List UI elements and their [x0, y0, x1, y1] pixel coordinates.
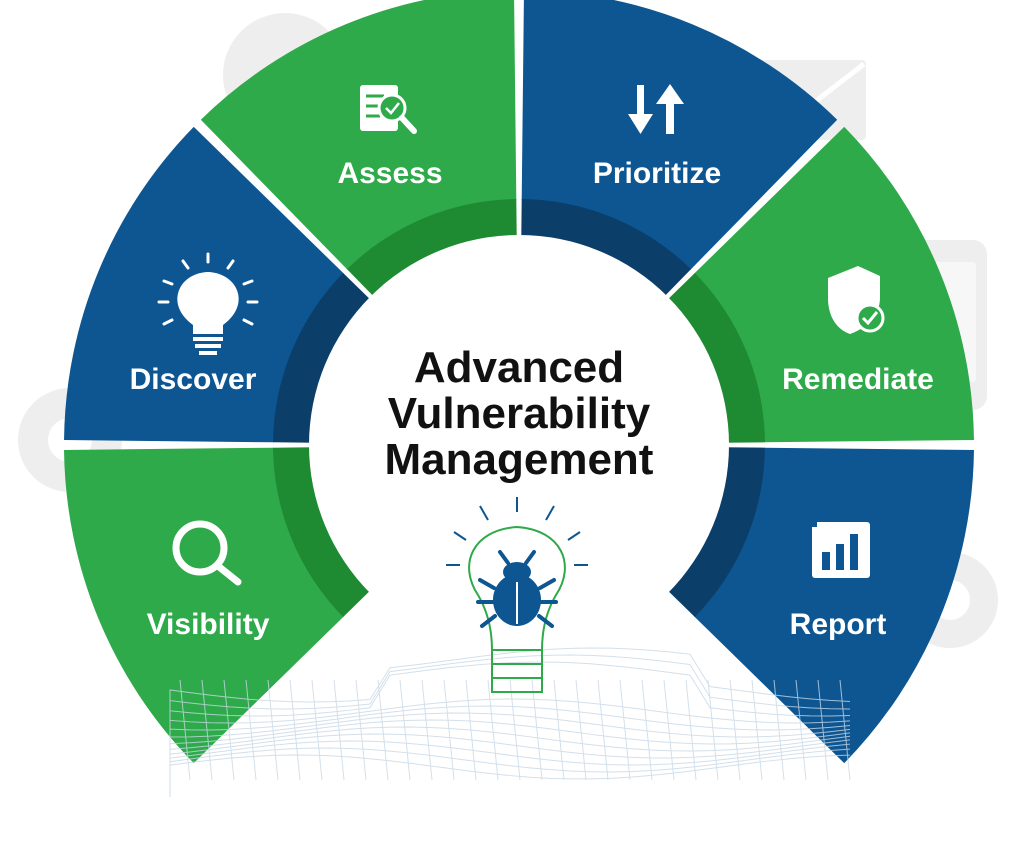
segment-inner-ring-report [665, 447, 765, 618]
segment-inner-ring-visibility [273, 447, 373, 618]
mesh-line [707, 679, 719, 781]
title-line-1: Advanced [414, 343, 624, 392]
mesh-line [509, 679, 521, 781]
segment-label-remediate: Remediate [782, 363, 934, 396]
mesh-line [169, 754, 851, 797]
title-line-3: Management [385, 435, 654, 484]
mesh-line [223, 679, 235, 781]
segment-inner-ring-discover [273, 272, 373, 443]
mesh-line [267, 679, 279, 781]
segment-inner-ring-assess [346, 199, 517, 299]
mesh-line [487, 679, 499, 781]
mesh-line [685, 679, 697, 781]
magnifier-icon [172, 520, 242, 586]
central-title: Advanced Vulnerability Management [385, 343, 654, 484]
mesh-line [169, 705, 851, 748]
mesh-line [311, 679, 323, 781]
mesh-line [169, 712, 851, 755]
segment-inner-ring-prioritize [521, 199, 692, 299]
mesh-line [169, 726, 851, 769]
document-search-icon [360, 85, 417, 134]
mesh-line [179, 679, 191, 781]
mesh-line [729, 679, 741, 781]
mesh-line [377, 679, 389, 781]
mesh-line [169, 698, 851, 741]
wireframe-mesh [169, 647, 851, 797]
segment-assess [200, 0, 517, 270]
mesh-line [169, 647, 851, 720]
mesh-line [421, 679, 433, 781]
mesh-line [201, 679, 213, 781]
segment-icons [157, 84, 885, 586]
mesh-line [839, 679, 851, 781]
mesh-line [795, 679, 807, 781]
mesh-line [751, 679, 763, 781]
mesh-line [817, 679, 829, 781]
mesh-line [355, 679, 367, 781]
mesh-line [641, 679, 653, 781]
bug-lightbulb-icon [446, 497, 588, 693]
mesh-line [169, 740, 851, 783]
mesh-line [663, 679, 675, 781]
lightbulb-icon [157, 252, 259, 355]
sort-arrows-icon [628, 84, 684, 134]
mesh-line [531, 679, 543, 781]
mesh-line [333, 679, 345, 781]
mesh-line [443, 679, 455, 781]
mesh-line [553, 679, 565, 781]
segment-label-discover: Discover [130, 363, 257, 396]
mesh-line [773, 679, 785, 781]
mesh-line [169, 654, 851, 727]
segment-report [694, 447, 974, 764]
mesh-line [465, 679, 477, 781]
mesh-line [169, 747, 851, 790]
bar-chart-icon [805, 515, 870, 578]
segment-labels: Visibility Discover Assess Prioritize Re… [130, 157, 934, 641]
segment-visibility [64, 447, 344, 764]
mesh-line [597, 679, 609, 781]
center-disk [309, 235, 729, 655]
title-line-2: Vulnerability [388, 389, 651, 438]
mesh-line [619, 679, 631, 781]
shield-check-icon [828, 266, 885, 334]
segment-label-assess: Assess [337, 157, 442, 190]
mesh-line [289, 679, 301, 781]
segment-label-report: Report [790, 608, 887, 641]
mesh-line [245, 679, 257, 781]
segment-prioritize [521, 0, 838, 270]
mesh-line [575, 679, 587, 781]
segment-label-visibility: Visibility [147, 608, 270, 641]
segment-inner-ring-remediate [665, 272, 765, 443]
segment-label-prioritize: Prioritize [593, 157, 721, 190]
mesh-line [169, 719, 851, 762]
bug-icon [476, 550, 558, 628]
mesh-line [399, 679, 411, 781]
mesh-line [169, 733, 851, 776]
